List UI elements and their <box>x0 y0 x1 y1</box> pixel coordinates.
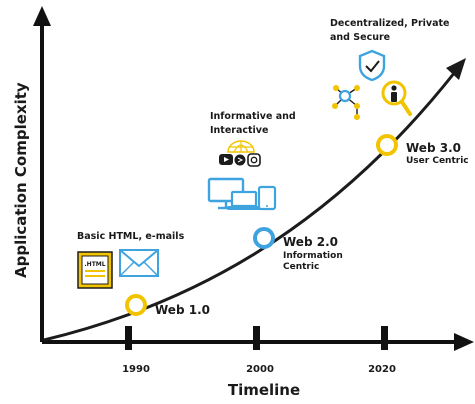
youtube-icon <box>219 154 233 165</box>
tablet-icon <box>257 185 277 211</box>
caption-web1: Basic HTML, e-mails <box>77 231 185 242</box>
x-tick-mark-1990 <box>125 326 132 350</box>
y-axis-arrow <box>33 6 51 26</box>
milestone-title-web1: Web 1.0 <box>155 303 210 317</box>
x-axis-label: Timeline <box>228 381 300 399</box>
x-axis-arrow <box>454 333 474 351</box>
shield-check-icon <box>358 49 386 82</box>
x-tick-label-2020: 2020 <box>368 364 396 375</box>
caption-web2-line1: Informative and <box>210 111 296 122</box>
x-tick-mark-2020 <box>381 326 388 350</box>
milestone-title-web3: Web 3.0 <box>406 141 461 155</box>
html-file-label: .HTML <box>84 261 105 268</box>
milestone-ring-web3 <box>376 134 398 156</box>
laptop-icon <box>227 190 261 210</box>
caption-web3-line2: and Secure <box>330 32 390 43</box>
milestone-title-web2: Web 2.0 <box>283 235 338 249</box>
milestone-subtitle-web2-line2: Centric <box>283 262 319 272</box>
caption-web2-line2: Interactive <box>210 125 268 136</box>
instagram-icon <box>247 153 261 167</box>
email-envelope-icon <box>119 249 159 277</box>
milestone-ring-web2 <box>253 227 275 249</box>
milestone-ring-web1 <box>125 294 147 316</box>
x-tick-label-1990: 1990 <box>122 364 150 375</box>
milestone-subtitle-web2-line1: Information <box>283 251 343 261</box>
y-axis-label: Application Complexity <box>12 82 30 278</box>
x-tick-label-2000: 2000 <box>246 364 274 375</box>
user-magnifier-icon <box>381 80 412 116</box>
html-file-icon: .HTML <box>77 251 113 289</box>
growth-curve <box>43 71 457 342</box>
milestone-subtitle-web3: User Centric <box>406 156 469 166</box>
globe-icon <box>227 140 255 153</box>
growth-curve-arrow <box>446 58 466 80</box>
caption-web3-line1: Decentralized, Private <box>330 18 450 29</box>
network-nodes-icon <box>332 85 360 120</box>
x-tick-mark-2000 <box>253 326 260 350</box>
play-badge-icon <box>234 154 246 166</box>
